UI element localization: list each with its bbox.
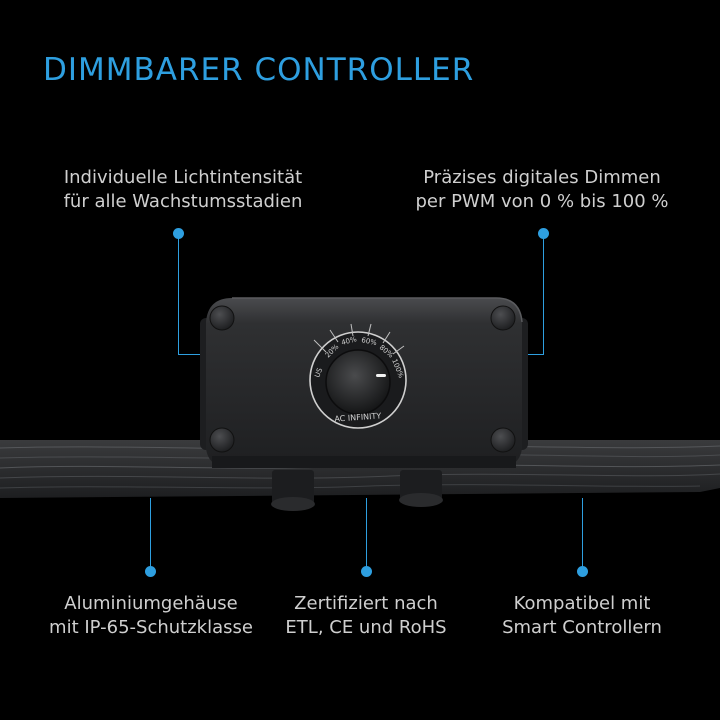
callout-line-1: Kompatibel mit <box>513 593 651 614</box>
brand-label: AC INFINITY <box>334 411 382 423</box>
callout-connector <box>178 233 179 355</box>
callout-line-1: Individuelle Lichtintensität <box>63 167 303 188</box>
callout-dot <box>577 566 588 577</box>
callout-dot <box>145 566 156 577</box>
page-title: DIMMBARER CONTROLLER <box>43 52 475 88</box>
callout-dot <box>361 566 372 577</box>
callout-light-intensity: Individuelle Lichtintensität für alle Wa… <box>52 166 314 214</box>
corner-screws <box>209 305 516 453</box>
callout-line-1: Präzises digitales Dimmen <box>423 167 661 188</box>
mounting-feet <box>271 470 443 511</box>
dial-indicator <box>376 374 386 377</box>
dial-tick-label: 40% <box>340 335 357 347</box>
dial-tick-label: 60% <box>361 336 378 347</box>
callout-line-1: Aluminiumgehäuse <box>64 593 238 614</box>
callout-line-1: Zertifiziert nach <box>294 593 438 614</box>
dial-knob[interactable] <box>325 349 391 415</box>
callout-certification: Zertifiziert nach ETL, CE und RoHS <box>266 592 466 640</box>
callout-smart-controller: Kompatibel mit Smart Controllern <box>486 592 678 640</box>
callout-connector <box>178 354 206 355</box>
callout-connector <box>150 498 151 570</box>
mounting-bar <box>0 440 720 498</box>
dial-tick-label: US <box>313 366 324 378</box>
callout-line-2: für alle Wachstumsstadien <box>63 191 303 212</box>
callout-connector <box>366 498 367 570</box>
callout-connector <box>543 233 544 355</box>
dimmer-dial[interactable]: US 20% 40% 60% 80% 100% AC INFINITY <box>309 323 407 429</box>
callout-aluminium-housing: Aluminiumgehäuse mit IP-65-Schutzklasse <box>40 592 262 640</box>
callout-connector <box>582 498 583 570</box>
callout-line-2: mit IP-65-Schutzklasse <box>49 617 253 638</box>
callout-line-2: ETL, CE und RoHS <box>285 617 447 638</box>
callout-digital-dimming: Präzises digitales Dimmen per PWM von 0 … <box>402 166 682 214</box>
callout-line-2: per PWM von 0 % bis 100 % <box>415 191 669 212</box>
callout-line-2: Smart Controllern <box>502 617 662 638</box>
callout-connector <box>520 354 544 355</box>
